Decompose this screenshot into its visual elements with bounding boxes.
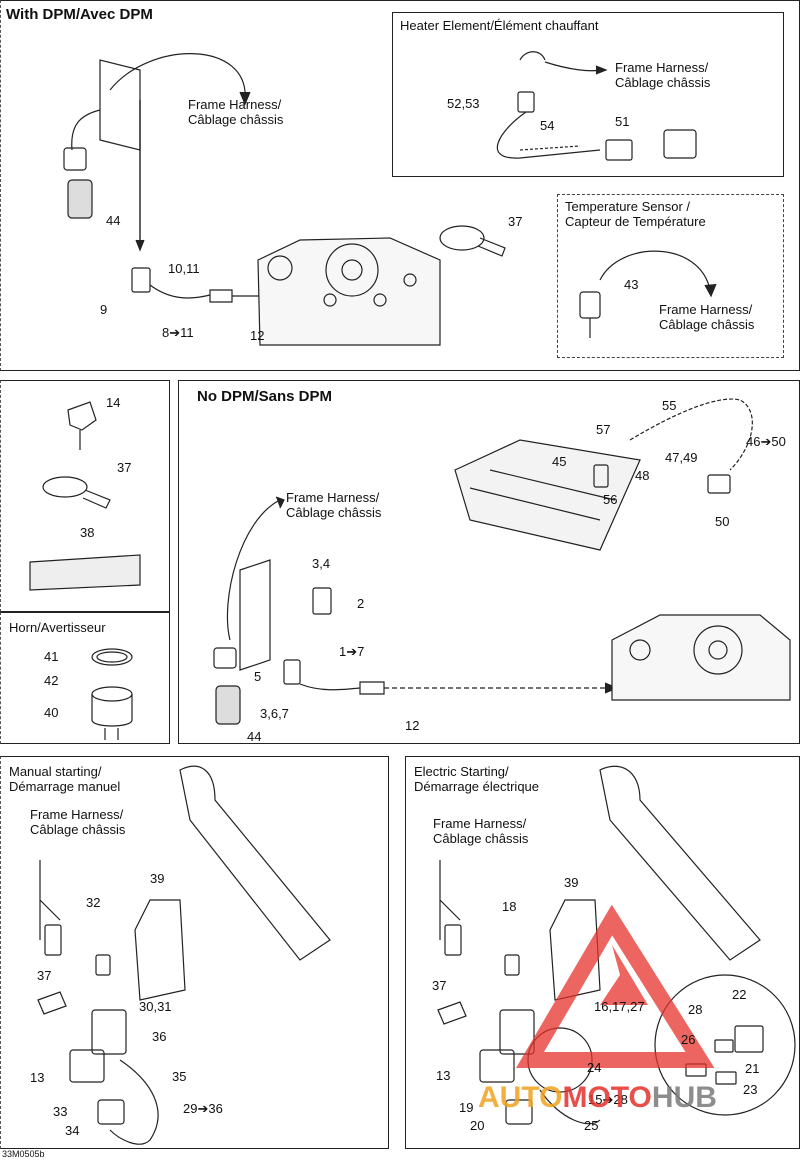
title-temp-sensor-1: Temperature Sensor / <box>565 199 691 214</box>
callout-44: 44 <box>247 729 262 744</box>
title-electric-2: Démarrage électrique <box>414 779 540 794</box>
callout-26: 26 <box>681 1032 696 1047</box>
callout-23: 23 <box>743 1082 758 1097</box>
callout-37: 37 <box>117 460 132 475</box>
callout-34: 34 <box>65 1123 80 1138</box>
callout-10-11: 10,11 <box>168 261 200 276</box>
callout-12: 12 <box>405 718 420 733</box>
frame-harness-label: Frame Harness/ <box>433 816 527 831</box>
title-no-dpm: No DPM/Sans DPM <box>197 388 333 405</box>
callout-39: 39 <box>564 875 579 890</box>
callout-54: 54 <box>540 118 555 133</box>
callout-21: 21 <box>745 1061 760 1076</box>
callout-51: 51 <box>615 114 630 129</box>
frame-harness-label: Frame Harness/ <box>30 807 124 822</box>
callout-46-50: 46➔50 <box>746 434 786 449</box>
figure-code: 33M0505b <box>2 1149 45 1159</box>
frame-harness-label: Câblage châssis <box>659 317 755 332</box>
callout-3-6-7: 3,6,7 <box>260 706 289 721</box>
callout-47-49: 47,49 <box>665 450 698 465</box>
title-electric-1: Electric Starting/ <box>414 764 509 779</box>
panel-manual <box>0 756 389 1149</box>
callout-5: 5 <box>254 669 262 684</box>
callout-37: 37 <box>37 968 52 983</box>
callout-3-4: 3,4 <box>312 556 331 571</box>
frame-harness-label: Câblage châssis <box>188 112 284 127</box>
callout-18: 18 <box>502 899 517 914</box>
callout-12: 12 <box>250 328 265 343</box>
watermark-moto: MOTO <box>562 1081 652 1114</box>
frame-harness-label: Frame Harness/ <box>615 60 709 75</box>
callout-28: 28 <box>688 1002 703 1017</box>
panel-accessories <box>0 380 170 612</box>
callout-29-36: 29➔36 <box>183 1101 223 1116</box>
callout-48: 48 <box>635 468 650 483</box>
frame-harness-label: Frame Harness/ <box>286 490 380 505</box>
callout-19: 19 <box>459 1100 474 1115</box>
callout-56: 56 <box>603 492 618 507</box>
callout-32: 32 <box>86 895 101 910</box>
title-with-dpm: With DPM/Avec DPM <box>6 6 153 23</box>
callout-50: 50 <box>715 514 730 529</box>
callout-37: 37 <box>508 214 523 229</box>
watermark: AUTOMOTOHUB <box>478 1082 717 1114</box>
title-heater: Heater Element/Élément chauffant <box>400 18 599 33</box>
frame-harness-label: Câblage châssis <box>433 831 529 846</box>
callout-55: 55 <box>662 398 677 413</box>
title-horn: Horn/Avertisseur <box>9 620 106 635</box>
callout-37: 37 <box>432 978 447 993</box>
callout-43: 43 <box>624 277 639 292</box>
frame-harness-label: Frame Harness/ <box>659 302 753 317</box>
title-temp-sensor-2: Capteur de Température <box>565 214 706 229</box>
panel-horn <box>0 612 170 744</box>
callout-8-11: 8➔11 <box>162 325 194 340</box>
callout-42: 42 <box>44 673 59 688</box>
callout-30-31: 30,31 <box>139 999 172 1014</box>
callout-1-7: 1➔7 <box>339 644 365 659</box>
callout-57: 57 <box>596 422 611 437</box>
callout-24: 24 <box>587 1060 602 1075</box>
callout-16-17-27: 16,17,27 <box>594 999 645 1014</box>
callout-52-53: 52,53 <box>447 96 480 111</box>
callout-20: 20 <box>470 1118 485 1133</box>
callout-13: 13 <box>436 1068 451 1083</box>
frame-harness-label: Câblage châssis <box>30 822 126 837</box>
frame-harness-label: Câblage châssis <box>286 505 382 520</box>
callout-15-28: 15➔28 <box>588 1092 628 1107</box>
frame-harness-label: Câblage châssis <box>615 75 711 90</box>
callout-45: 45 <box>552 454 567 469</box>
callout-22: 22 <box>732 987 747 1002</box>
callout-41: 41 <box>44 649 59 664</box>
callout-14: 14 <box>106 395 121 410</box>
panel-temp-sensor <box>557 194 784 358</box>
callout-44: 44 <box>106 213 121 228</box>
watermark-hub: HUB <box>651 1081 717 1114</box>
title-manual-2: Démarrage manuel <box>9 779 121 794</box>
panel-heater <box>392 12 784 177</box>
callout-40: 40 <box>44 705 59 720</box>
callout-36: 36 <box>152 1029 167 1044</box>
callout-25: 25 <box>584 1118 599 1133</box>
callout-38: 38 <box>80 525 95 540</box>
callout-39: 39 <box>150 871 165 886</box>
title-manual-1: Manual starting/ <box>9 764 102 779</box>
callout-35: 35 <box>172 1069 187 1084</box>
callout-33: 33 <box>53 1104 68 1119</box>
frame-harness-label: Frame Harness/ <box>188 97 282 112</box>
callout-2: 2 <box>357 596 365 611</box>
callout-13: 13 <box>30 1070 45 1085</box>
callout-9: 9 <box>100 302 108 317</box>
watermark-auto: AUTO <box>478 1081 563 1114</box>
